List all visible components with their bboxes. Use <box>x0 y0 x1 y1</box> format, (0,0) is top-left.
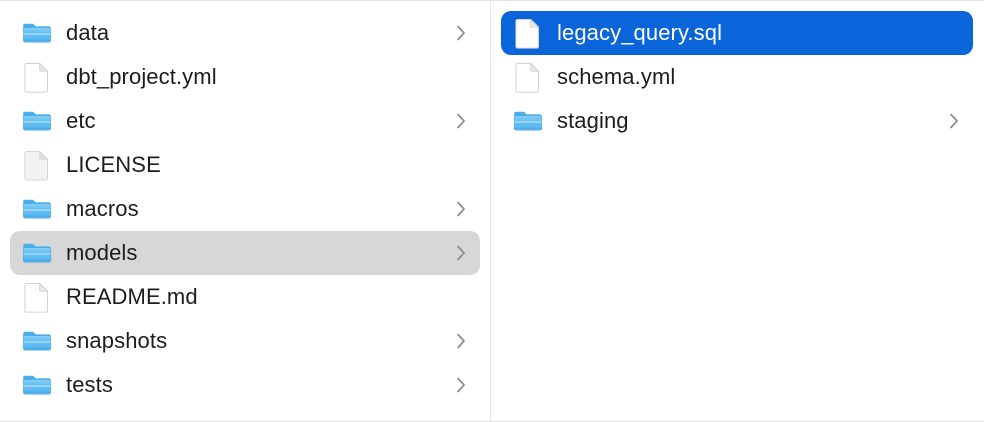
folder-row[interactable]: staging <box>501 99 973 143</box>
file-row[interactable]: README.md <box>10 275 480 319</box>
folder-icon <box>22 369 52 401</box>
file-generic-icon <box>22 149 52 181</box>
item-label: tests <box>66 372 113 397</box>
item-label: etc <box>66 108 96 133</box>
folder-row[interactable]: macros <box>10 187 480 231</box>
folder-icon <box>22 105 52 137</box>
chevron-right-icon[interactable] <box>454 198 468 220</box>
file-row[interactable]: LICENSE <box>10 143 480 187</box>
item-label: macros <box>66 196 139 221</box>
item-label: README.md <box>66 284 198 309</box>
file-document-icon <box>22 281 52 313</box>
file-document-icon <box>22 61 52 93</box>
folder-row[interactable]: models <box>10 231 480 275</box>
file-document-icon <box>513 61 543 93</box>
folder-row[interactable]: tests <box>10 363 480 407</box>
file-document-icon <box>513 17 543 49</box>
item-label: schema.yml <box>557 64 676 89</box>
item-label: LICENSE <box>66 152 161 177</box>
item-label: legacy_query.sql <box>557 20 723 45</box>
chevron-right-icon[interactable] <box>454 110 468 132</box>
file-row[interactable]: dbt_project.yml <box>10 55 480 99</box>
file-column-two: legacy_query.sql schema.yml staging <box>491 1 983 421</box>
folder-icon <box>22 193 52 225</box>
folder-icon <box>22 325 52 357</box>
file-row[interactable]: legacy_query.sql <box>501 11 973 55</box>
item-label: data <box>66 20 110 45</box>
file-row[interactable]: schema.yml <box>501 55 973 99</box>
folder-icon <box>22 237 52 269</box>
folder-row[interactable]: data <box>10 11 480 55</box>
folder-row[interactable]: snapshots <box>10 319 480 363</box>
chevron-right-icon[interactable] <box>454 22 468 44</box>
item-label: snapshots <box>66 328 168 353</box>
folder-icon <box>513 105 543 137</box>
item-label: dbt_project.yml <box>66 64 217 89</box>
chevron-right-icon[interactable] <box>454 374 468 396</box>
chevron-right-icon[interactable] <box>454 330 468 352</box>
chevron-right-icon[interactable] <box>947 110 961 132</box>
folder-icon <box>22 17 52 49</box>
folder-row[interactable]: etc <box>10 99 480 143</box>
chevron-right-icon[interactable] <box>454 242 468 264</box>
file-list-two: legacy_query.sql schema.yml staging <box>491 11 983 143</box>
item-label: models <box>66 240 138 265</box>
item-label: staging <box>557 108 629 133</box>
